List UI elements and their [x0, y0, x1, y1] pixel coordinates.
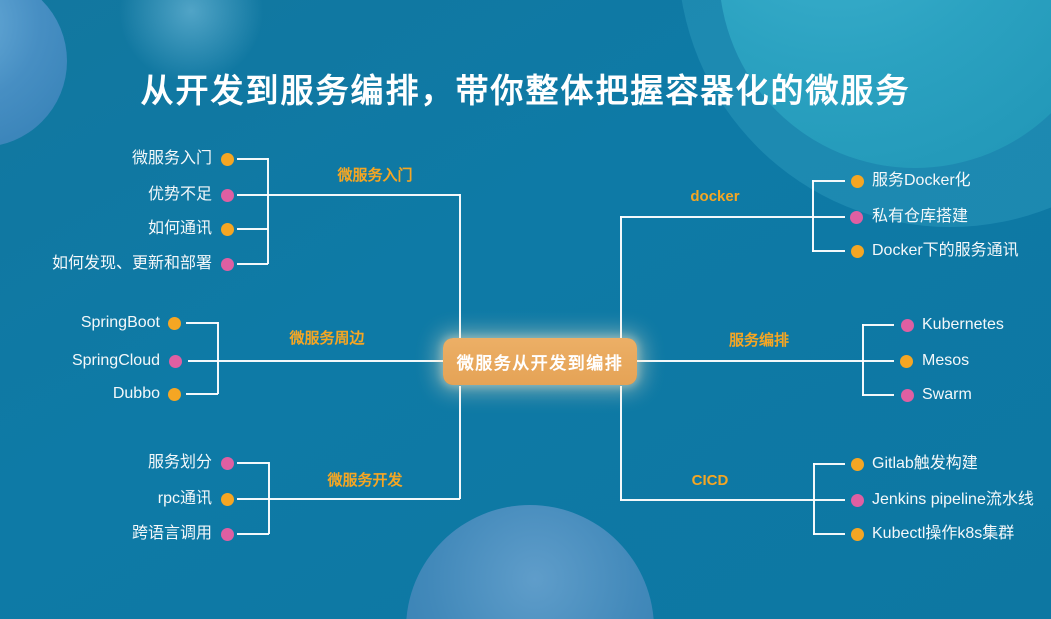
bullet-dot [220, 456, 234, 470]
bullet-dot [220, 188, 234, 202]
bullet-dot [849, 210, 863, 224]
leaf-item: Kubectl操作k8s集群 [872, 525, 1015, 542]
leaf-item: 跨语言调用 [131, 525, 212, 542]
leaf-item: SpringCloud [71, 352, 160, 369]
connector-line [620, 499, 814, 501]
connector-line [268, 462, 270, 534]
connector-line [237, 194, 460, 196]
bullet-dot [220, 527, 234, 541]
leaf-item: SpringBoot [80, 314, 160, 331]
connector-line [813, 533, 845, 535]
bullet-dot [850, 527, 864, 541]
bullet-dot [850, 457, 864, 471]
leaf-item: Kubernetes [922, 316, 1004, 333]
connector-line [459, 386, 461, 499]
connector-line [237, 462, 269, 464]
branch-label-intro: 微服务入门 [337, 167, 413, 184]
bullet-dot [850, 244, 864, 258]
bullet-dot [899, 354, 913, 368]
page-title: 从开发到服务编排，带你整体把握容器化的微服务 [140, 72, 911, 109]
decorative-circle-bottom [406, 505, 654, 619]
connector-line [186, 322, 218, 324]
connector-line [812, 180, 845, 182]
branch-label-orchestration: 服务编排 [728, 332, 789, 349]
leaf-item: 服务划分 [147, 454, 212, 471]
connector-line [237, 228, 268, 230]
connector-line [237, 533, 269, 535]
bullet-dot [220, 492, 234, 506]
connector-line [813, 499, 845, 501]
connector-line [188, 360, 443, 362]
bullet-dot [220, 152, 234, 166]
connector-line [862, 324, 894, 326]
leaf-item: Mesos [922, 352, 970, 369]
connector-line [862, 360, 894, 362]
branch-label-around: 微服务周边 [289, 330, 365, 347]
leaf-item: 如何通讯 [147, 220, 212, 237]
branch-label-cicd: CICD [691, 472, 729, 489]
leaf-item: rpc通讯 [157, 490, 212, 507]
connector-line [237, 158, 268, 160]
leaf-item: Jenkins pipeline流水线 [872, 491, 1034, 508]
branch-label-dev: 微服务开发 [327, 472, 403, 489]
bullet-dot [168, 354, 182, 368]
leaf-item: 私有仓库搭建 [872, 208, 969, 225]
connector-line [637, 360, 863, 362]
branch-label-docker: docker [690, 188, 740, 205]
connector-line [217, 322, 219, 394]
connector-line [237, 263, 268, 265]
leaf-item: 服务Docker化 [872, 172, 971, 189]
connector-line [459, 194, 461, 339]
connector-line [812, 216, 845, 218]
connector-line [267, 158, 269, 264]
leaf-item: Gitlab触发构建 [872, 455, 978, 472]
center-node: 微服务从开发到编排 [443, 338, 637, 385]
bullet-dot [850, 174, 864, 188]
bullet-dot [220, 222, 234, 236]
bullet-dot [900, 318, 914, 332]
connector-line [620, 386, 622, 500]
bullet-dot [167, 387, 181, 401]
connector-line [620, 216, 622, 339]
connector-line [862, 394, 894, 396]
connector-line [812, 250, 845, 252]
leaf-item: Docker下的服务通讯 [872, 242, 1019, 259]
leaf-item: 如何发现、更新和部署 [51, 255, 212, 272]
bullet-dot [167, 316, 181, 330]
connector-line [620, 216, 813, 218]
connector-line [813, 463, 845, 465]
bullet-dot [850, 493, 864, 507]
leaf-item: Swarm [922, 386, 972, 403]
leaf-item: 微服务入门 [131, 150, 212, 167]
connector-line [237, 498, 460, 500]
leaf-item: 优势不足 [147, 186, 212, 203]
bullet-dot [900, 388, 914, 402]
leaf-item: Dubbo [112, 385, 160, 402]
bullet-dot [220, 257, 234, 271]
connector-line [186, 393, 218, 395]
